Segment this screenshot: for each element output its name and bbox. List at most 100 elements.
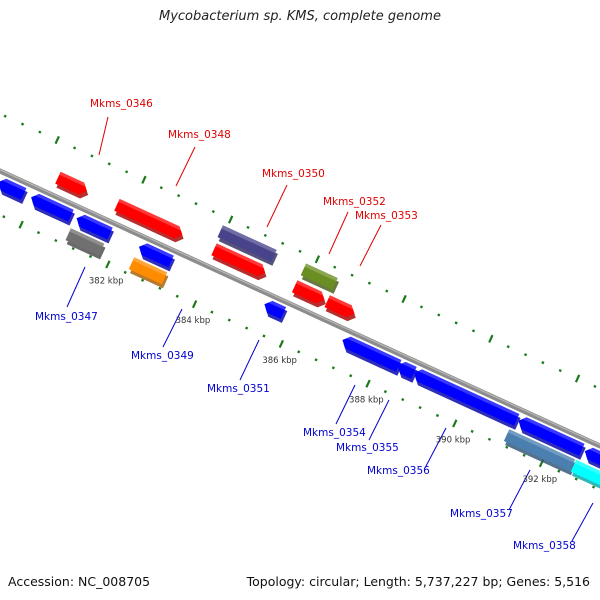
gene-label[interactable]: Mkms_0349: [131, 350, 194, 362]
gene-body[interactable]: [397, 361, 417, 379]
map-title: Mycobacterium sp. KMS, complete genome: [159, 9, 441, 24]
gene-label[interactable]: Mkms_0355: [336, 442, 399, 454]
gene-label[interactable]: Mkms_0353: [355, 210, 418, 222]
gene-body[interactable]: [503, 429, 576, 472]
gene-body[interactable]: [139, 243, 174, 268]
major-tick: [574, 374, 581, 383]
gene-label[interactable]: Mkms_0358: [513, 540, 576, 552]
leader-line: [162, 308, 183, 348]
gene-body[interactable]: [300, 263, 338, 290]
gene-highlight: [507, 429, 576, 463]
gene-mkms_0358[interactable]: [570, 459, 600, 499]
gene-body[interactable]: [264, 300, 287, 319]
minor-tick: [541, 361, 545, 365]
minor-tick: [227, 318, 231, 322]
gene-highlight: [132, 257, 168, 276]
minor-tick: [314, 358, 318, 362]
gene-mkms_0353[interactable]: [324, 295, 356, 322]
gene-highlight: [69, 228, 105, 247]
gene-body[interactable]: [31, 193, 74, 222]
gene-label[interactable]: Mkms_0350: [262, 168, 325, 180]
leader-line: [239, 339, 260, 381]
gene-body[interactable]: [0, 178, 27, 200]
gene-body[interactable]: [211, 243, 266, 277]
gene-highlight: [2, 178, 27, 191]
gene-body[interactable]: [217, 225, 277, 262]
gene-unlabeled[interactable]: [139, 243, 175, 272]
gene-mkms_0351[interactable]: [264, 300, 288, 323]
gene-label[interactable]: Mkms_0346: [90, 98, 153, 110]
gene-body[interactable]: [570, 459, 600, 495]
gene-body[interactable]: [128, 257, 168, 285]
gene-unlabeled[interactable]: [584, 447, 600, 479]
gene-label[interactable]: Mkms_0351: [207, 383, 270, 395]
gene-mkms_0356[interactable]: [414, 369, 521, 430]
gene-body[interactable]: [76, 214, 113, 240]
leader-line: [508, 469, 531, 511]
minor-tick: [333, 265, 337, 269]
minor-tick: [123, 270, 127, 274]
gene-highlight: [346, 336, 402, 363]
gene-mkms_0348[interactable]: [114, 198, 184, 243]
gene-mkms_0350[interactable]: [217, 225, 278, 266]
leader-line: [368, 399, 390, 441]
gene-label[interactable]: Mkms_0356: [367, 465, 430, 477]
gene-body[interactable]: [584, 447, 600, 475]
gene-label[interactable]: Mkms_0357: [450, 508, 513, 520]
minor-tick: [574, 477, 578, 481]
accession-text: Accession: NC_008705: [8, 574, 151, 589]
gene-body[interactable]: [414, 369, 520, 426]
gene-mkms_0346[interactable]: [55, 171, 89, 199]
minor-tick: [54, 239, 58, 243]
major-tick: [314, 255, 321, 264]
gene-mkms_0357[interactable]: [503, 429, 577, 476]
topology-text: Topology: circular; Length: 5,737,227 bp…: [246, 574, 590, 589]
gene-unlabeled[interactable]: [518, 417, 586, 460]
minor-tick: [367, 281, 372, 285]
gene-highlight: [588, 447, 600, 455]
gene-mkms_0355[interactable]: [397, 361, 418, 383]
gene-unlabeled[interactable]: [211, 243, 267, 281]
gene-mkms_0349[interactable]: [128, 257, 169, 289]
gene-label[interactable]: Mkms_0348: [168, 129, 231, 141]
major-tick: [18, 220, 24, 229]
gene-body[interactable]: [55, 171, 87, 195]
major-tick: [191, 300, 198, 309]
tick-label: 392 kbp: [522, 475, 557, 485]
gene-mkms_0347[interactable]: [65, 228, 106, 260]
gene-highlight: [80, 214, 113, 231]
gene-body[interactable]: [114, 198, 183, 239]
gene-body[interactable]: [65, 228, 105, 256]
minor-tick: [3, 114, 7, 118]
gene-body[interactable]: [324, 295, 355, 318]
tick-label: 384 kbp: [176, 316, 211, 326]
major-tick: [452, 419, 458, 428]
gene-unlabeled[interactable]: [31, 193, 75, 226]
minor-tick: [211, 209, 215, 214]
gene-mkms_0354[interactable]: [342, 336, 403, 376]
minor-tick: [471, 329, 476, 333]
gene-features: [0, 171, 600, 499]
gene-label[interactable]: Mkms_0354: [303, 427, 366, 439]
gene-body[interactable]: [342, 336, 402, 372]
leader-line: [266, 184, 288, 228]
minor-tick: [522, 453, 526, 457]
gene-unlabeled[interactable]: [76, 214, 114, 244]
leader-line: [175, 146, 196, 187]
gene-mkms_0352[interactable]: [300, 263, 339, 294]
gene-body[interactable]: [518, 417, 585, 456]
gene-unlabeled[interactable]: [0, 178, 28, 204]
gene-label[interactable]: Mkms_0352: [323, 196, 386, 208]
gene-labels: Mkms_0346Mkms_0347Mkms_0348Mkms_0349Mkms…: [35, 98, 594, 552]
major-tick: [141, 175, 147, 184]
gene-unlabeled[interactable]: [291, 280, 326, 308]
minor-tick: [159, 186, 163, 190]
major-tick: [401, 294, 407, 304]
minor-tick: [263, 233, 267, 238]
gene-body[interactable]: [291, 280, 325, 304]
backbone-line: [0, 168, 600, 449]
gene-label[interactable]: Mkms_0347: [35, 311, 98, 323]
leader-line: [571, 502, 594, 542]
leader-line: [335, 384, 356, 425]
minor-tick: [470, 429, 474, 433]
